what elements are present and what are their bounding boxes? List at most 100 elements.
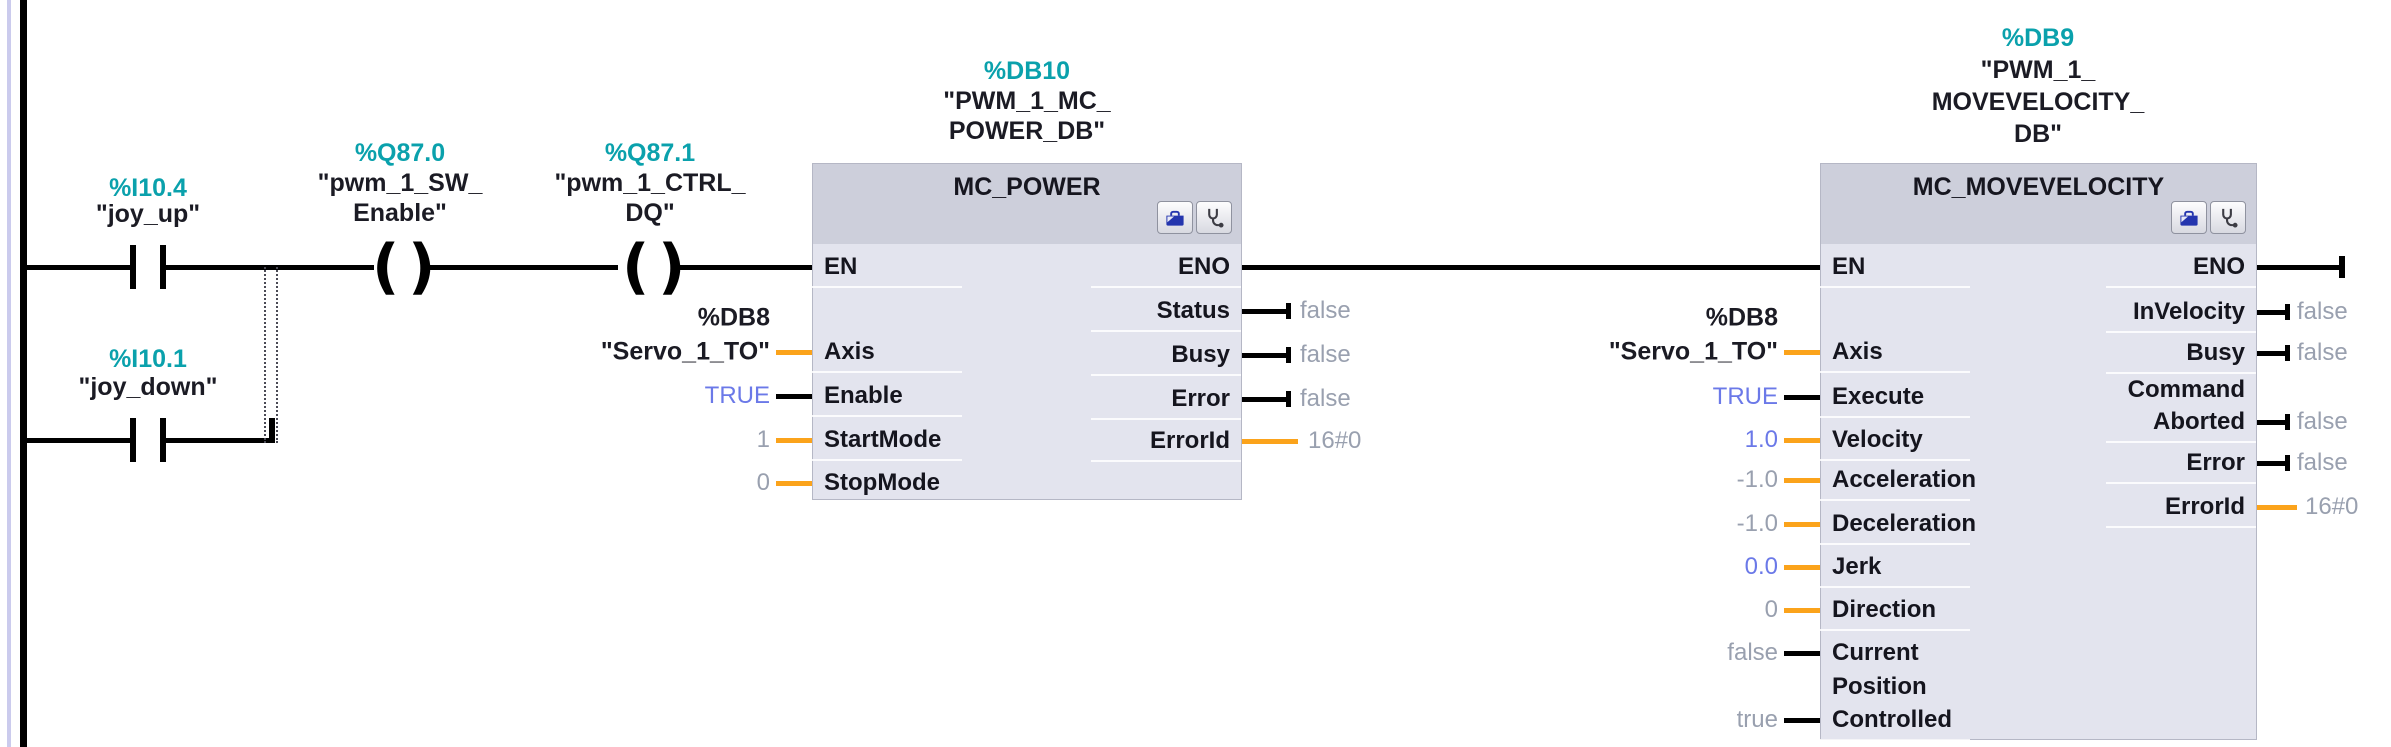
wire-end-tick <box>1286 347 1291 363</box>
operand-name[interactable]: "joy_up" <box>95 200 201 228</box>
operand-name-line[interactable]: "pwm_1_SW_ <box>317 169 483 197</box>
output-value-error[interactable]: false <box>1300 385 1351 412</box>
toolbox-button[interactable] <box>2171 201 2207 234</box>
operand-address[interactable]: %DB8 <box>697 303 770 332</box>
pin-current[interactable]: Current <box>1832 639 1919 666</box>
pin-commandaborted-line1[interactable]: Command <box>2127 376 2245 403</box>
pin-startmode[interactable]: StartMode <box>811 426 963 461</box>
diagnostics-button[interactable] <box>1196 201 1232 234</box>
wire-end-tick <box>2285 345 2290 361</box>
input-value-current[interactable]: false <box>1727 639 1778 666</box>
input-value-positioncontrolled[interactable]: true <box>1736 706 1778 733</box>
input-value-enable[interactable]: TRUE <box>704 382 770 409</box>
input-value-deceleration[interactable]: -1.0 <box>1736 510 1778 537</box>
operand-name-line[interactable]: "pwm_1_CTRL_ <box>554 169 746 197</box>
pin-errorid[interactable]: ErrorId <box>2105 493 2257 528</box>
pin-enable[interactable]: Enable <box>812 382 962 417</box>
wire-segment <box>678 265 812 270</box>
pin-error[interactable]: Error <box>1091 385 1241 420</box>
pin-busy[interactable]: Busy <box>2106 339 2256 374</box>
input-value-jerk[interactable]: 0.0 <box>1744 553 1778 580</box>
pin-axis[interactable]: Axis <box>1820 338 1970 373</box>
wire-error <box>1242 397 1288 402</box>
toolbox-icon <box>1166 210 1184 226</box>
pin-error[interactable]: Error <box>2106 449 2256 484</box>
operand-address[interactable]: %I10.4 <box>109 174 187 202</box>
pin-errorid[interactable]: ErrorId <box>1090 427 1242 462</box>
pin-deceleration[interactable]: Deceleration <box>1819 510 1977 545</box>
block-body <box>1821 244 2256 739</box>
db-name-line[interactable]: "PWM_1_MC_ <box>943 87 1111 115</box>
block-title: MC_POWER <box>953 173 1101 201</box>
toolbox-button[interactable] <box>1157 201 1193 234</box>
pin-direction[interactable]: Direction <box>1819 596 1971 631</box>
output-value-invelocity[interactable]: false <box>2297 298 2348 325</box>
wire-end-tick <box>1286 303 1291 319</box>
pin-en[interactable]: EN <box>1819 253 1972 288</box>
contact-bar <box>160 245 166 289</box>
db-name-line[interactable]: POWER_DB" <box>948 117 1106 145</box>
pin-axis[interactable]: Axis <box>812 338 962 373</box>
wire-current <box>1784 651 1820 656</box>
diagnostics-button[interactable] <box>2210 201 2246 234</box>
db-name-line[interactable]: DB" <box>2014 120 2062 148</box>
branch-selection-marquee[interactable] <box>264 267 278 443</box>
block-header[interactable]: MC_POWER <box>813 164 1241 244</box>
pin-busy[interactable]: Busy <box>1091 341 1241 376</box>
output-value-error[interactable]: false <box>2297 449 2348 476</box>
pin-status[interactable]: Status <box>1090 297 1242 332</box>
db-address[interactable]: %DB9 <box>2001 24 2075 52</box>
pin-commandaborted-line2[interactable]: Aborted <box>2106 408 2256 443</box>
pin-positioncontrolled-line2[interactable]: Controlled <box>1820 706 1970 741</box>
wire-execute <box>1784 395 1820 400</box>
wire-axis <box>776 350 812 355</box>
pin-en[interactable]: EN <box>811 253 964 288</box>
pin-velocity[interactable]: Velocity <box>1820 426 1970 461</box>
operand-address[interactable]: %Q87.1 <box>604 139 696 167</box>
operand-name[interactable]: "Servo_1_TO" <box>600 337 770 366</box>
toolbox-icon <box>2180 210 2198 226</box>
wire-acceleration <box>1784 478 1820 483</box>
output-value-errorid[interactable]: 16#0 <box>2305 493 2359 520</box>
wire-velocity <box>1784 438 1820 443</box>
db-address[interactable]: %DB10 <box>983 57 1071 85</box>
operand-name-line[interactable]: Enable" <box>353 199 447 227</box>
wire-segment <box>27 438 130 443</box>
input-value-execute[interactable]: TRUE <box>1712 383 1778 410</box>
pin-eno[interactable]: ENO <box>2105 253 2257 288</box>
contact-bar <box>130 245 136 289</box>
pin-invelocity[interactable]: InVelocity <box>2105 298 2257 333</box>
input-value-stopmode[interactable]: 0 <box>756 469 770 496</box>
wire-eno <box>1242 265 1820 270</box>
output-value-busy[interactable]: false <box>2297 339 2348 366</box>
pin-acceleration[interactable]: Acceleration <box>1819 466 1977 501</box>
operand-address[interactable]: %DB8 <box>1705 303 1778 332</box>
operand-address[interactable]: %I10.1 <box>109 345 187 373</box>
pin-jerk[interactable]: Jerk <box>1819 553 1972 588</box>
input-value-velocity[interactable]: 1.0 <box>1744 426 1778 453</box>
pin-eno[interactable]: ENO <box>1090 253 1242 288</box>
wire-end-tick <box>2285 414 2290 430</box>
pin-stopmode[interactable]: StopMode <box>812 469 962 504</box>
wire-segment <box>166 438 272 443</box>
mc-movevelocity-block[interactable]: MC_MOVEVELOCITY <box>1820 163 2257 740</box>
output-value-busy[interactable]: false <box>1300 341 1351 368</box>
input-value-direction[interactable]: 0 <box>1764 596 1778 623</box>
input-value-startmode[interactable]: 1 <box>756 426 770 453</box>
wire-segment <box>430 265 618 270</box>
stethoscope-icon <box>2222 208 2238 228</box>
pin-positioncontrolled-line1[interactable]: Position <box>1832 673 1927 700</box>
output-value-errorid[interactable]: 16#0 <box>1308 427 1362 454</box>
operand-name-line[interactable]: DQ" <box>625 199 675 227</box>
wire-stopmode <box>776 481 812 486</box>
db-name-line[interactable]: "PWM_1_ <box>1980 56 2096 84</box>
output-value-status[interactable]: false <box>1300 297 1351 324</box>
db-name-line[interactable]: MOVEVELOCITY_ <box>1931 88 2145 116</box>
input-value-acceleration[interactable]: -1.0 <box>1736 466 1778 493</box>
operand-name[interactable]: "joy_down" <box>78 373 218 401</box>
operand-address[interactable]: %Q87.0 <box>354 139 446 167</box>
pin-execute[interactable]: Execute <box>1819 383 1971 418</box>
output-value-commandaborted[interactable]: false <box>2297 408 2348 435</box>
block-header[interactable]: MC_MOVEVELOCITY <box>1821 164 2256 244</box>
operand-name[interactable]: "Servo_1_TO" <box>1608 337 1778 366</box>
